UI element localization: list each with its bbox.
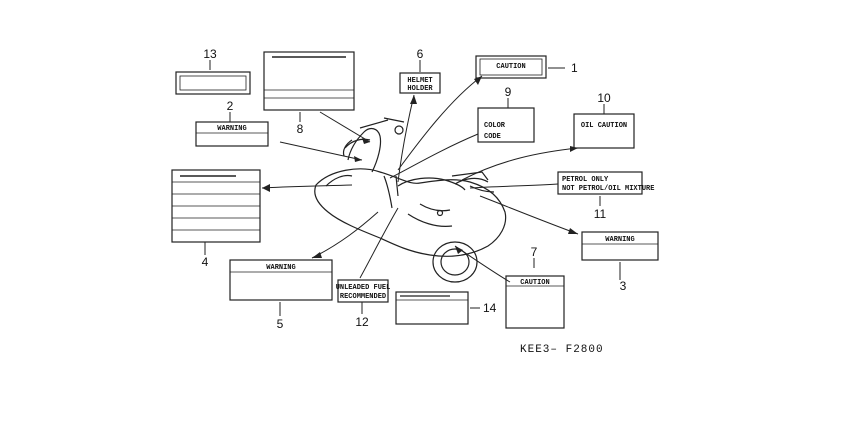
part-number-14: 14 (483, 301, 497, 315)
part-number-12: 12 (355, 315, 369, 329)
label-3-box: WARNING (581, 231, 659, 261)
label-11-line2: NOT PETROL/OIL MIXTURE (562, 185, 654, 193)
diagram-code: KEE3– F2800 (520, 344, 604, 356)
label-11-line1: PETROL ONLY (562, 176, 609, 184)
part-number-4: 4 (202, 255, 209, 269)
part-number-6: 6 (417, 47, 424, 61)
part-number-1: 1 (571, 61, 578, 75)
label-9-line1: COLOR (484, 122, 506, 130)
label-5-text: WARNING (266, 264, 295, 272)
label-2-text: WARNING (217, 125, 246, 133)
label-7-box: CAUTION (505, 275, 565, 329)
part-number-11: 11 (594, 207, 607, 221)
label-13-box (175, 71, 251, 95)
part-number-5: 5 (277, 317, 284, 331)
label-2-box: WARNING (195, 121, 269, 147)
label-10-text: OIL CAUTION (581, 122, 627, 130)
scooter-illustration (314, 117, 507, 283)
label-12-line1: UNLEADED FUEL (336, 284, 391, 292)
part-number-3: 3 (620, 279, 627, 293)
label-9-box: COLOR CODE (477, 107, 535, 143)
label-12-line2: RECOMMENDED (340, 293, 386, 301)
label-1-box: CAUTION (475, 55, 547, 79)
label-9-line2: CODE (484, 133, 501, 141)
label-1-text: CAUTION (496, 63, 525, 71)
label-12-box: UNLEADED FUEL RECOMMENDED (336, 279, 391, 303)
part-number-9: 9 (505, 85, 512, 99)
label-6-line2: HOLDER (407, 85, 433, 93)
label-6-line1: HELMET (407, 77, 432, 85)
leader-lines (204, 60, 621, 316)
part-number-2: 2 (227, 99, 234, 113)
label-11-box: PETROL ONLY NOT PETROL/OIL MIXTURE (557, 171, 654, 195)
label-6-box: HELMET HOLDER (399, 72, 441, 94)
label-3-text: WARNING (605, 236, 634, 244)
part-numbers: 13 2 8 6 9 10 1 11 3 4 5 12 14 7 (202, 47, 627, 331)
part-number-13: 13 (203, 47, 217, 61)
label-14-box (395, 291, 469, 325)
part-number-10: 10 (597, 91, 611, 105)
part-number-8: 8 (297, 122, 304, 136)
label-10-box: OIL CAUTION (573, 113, 635, 149)
label-4-box (171, 169, 261, 243)
label-7-text: CAUTION (520, 279, 549, 287)
label-8-box (263, 51, 355, 111)
arrowheads (262, 76, 578, 258)
part-number-7: 7 (531, 245, 538, 259)
label-5-box: WARNING (229, 259, 333, 301)
